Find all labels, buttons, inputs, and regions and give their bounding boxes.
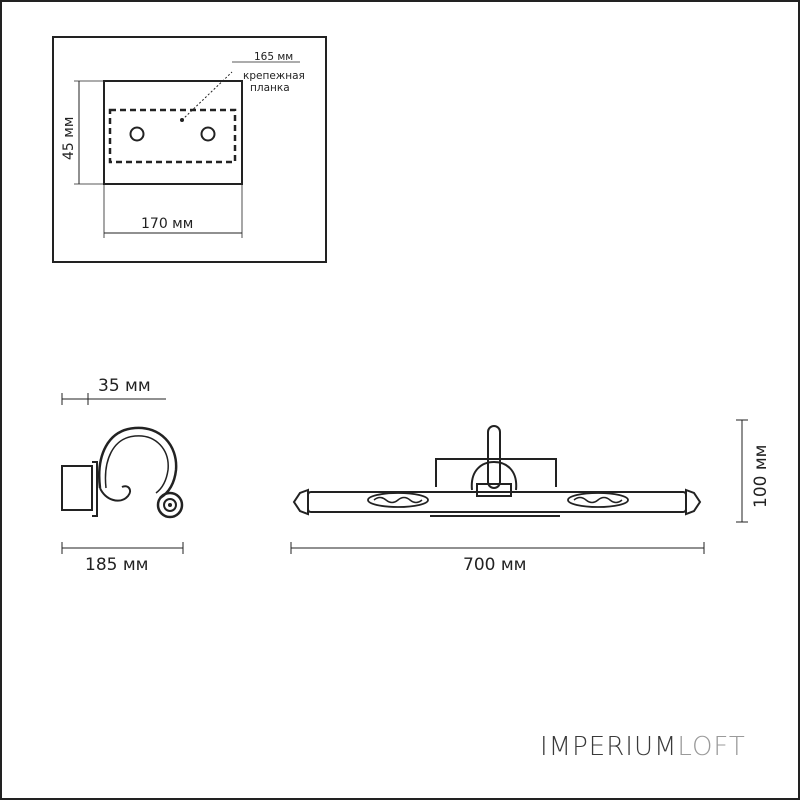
plate-dimension-label: 165 мм (254, 51, 293, 63)
side-wall-mount (61, 465, 93, 511)
bracket-leader-line (181, 71, 233, 121)
mount-width-label: 170 мм (141, 216, 193, 232)
side-view: 35 мм 185 мм (61, 376, 184, 575)
front-view: 100 мм 700 мм (290, 419, 771, 575)
mount-inset: 165 мм крепежная планка 45 мм 170 мм (52, 36, 327, 263)
mount-height-label: 45 мм (61, 117, 77, 160)
side-depth-total-label: 185 мм (85, 555, 149, 575)
mount-hole-right (200, 126, 216, 142)
brand-logo-part1: IMPERIUM (540, 732, 678, 762)
front-wall-plate (435, 458, 557, 487)
front-ornament-left (367, 492, 429, 508)
front-height-label: 100 мм (751, 444, 771, 508)
brand-logo: IMPERIUMLOFT (540, 732, 746, 762)
brand-logo-part2: LOFT (677, 732, 746, 762)
side-depth-small-label: 35 мм (98, 376, 151, 396)
side-lamp-head (156, 491, 184, 519)
front-end-cap-left (292, 488, 309, 516)
front-ornament-right (567, 492, 629, 508)
front-width-label: 700 мм (463, 555, 527, 575)
mount-bracket-dashed (108, 108, 237, 164)
front-end-cap-right (685, 488, 702, 516)
bracket-label-line2: планка (250, 82, 290, 94)
bracket-label-line1: крепежная (243, 70, 305, 82)
front-arm (487, 425, 501, 489)
side-arm-outer (98, 426, 178, 500)
mount-plate-outline (103, 80, 243, 185)
mount-hole-left (129, 126, 145, 142)
